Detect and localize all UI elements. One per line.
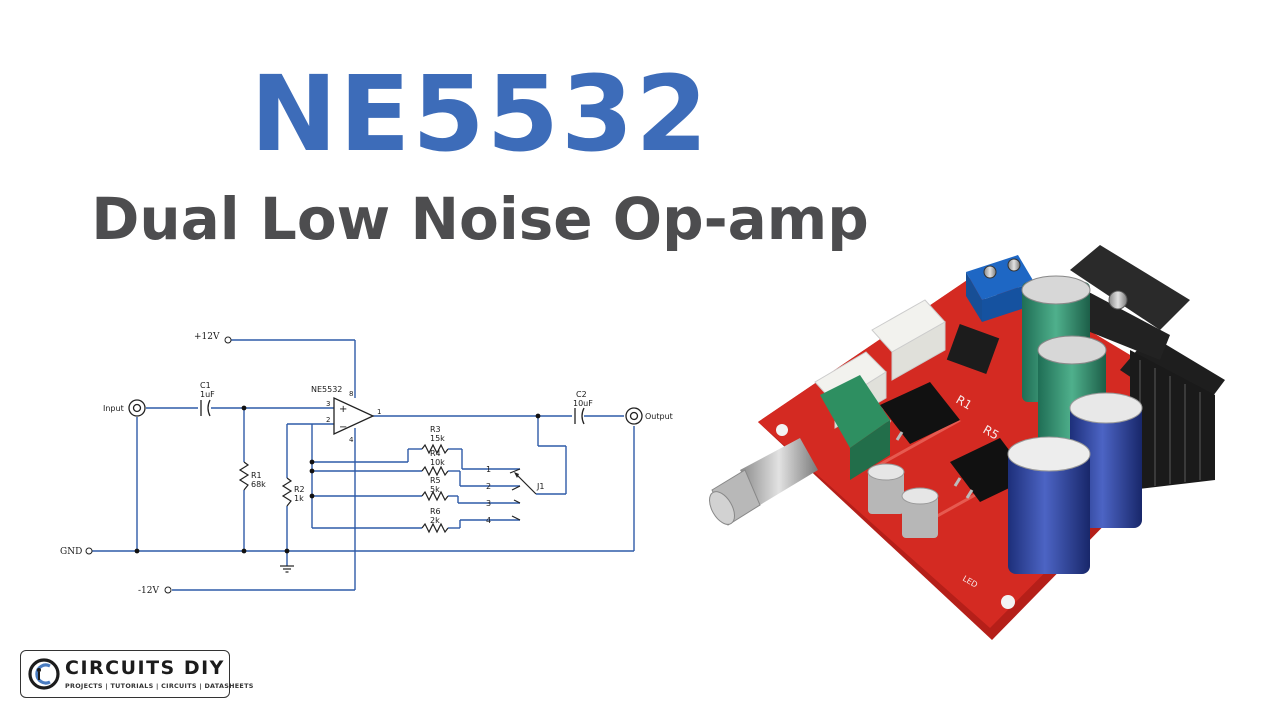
silk-r1: R1 [954,392,975,412]
ic-pin-8: 8 [349,390,353,398]
potentiometer-icon [709,375,890,526]
ic-pin-4: 4 [349,436,354,444]
amplifier-schematic: +12V -12V GND Input Output C1 1uF C2 10u… [60,332,673,596]
input-label: Input [103,404,124,413]
c1-ref: C1 [200,381,211,390]
pos-rail-label: +12V [194,332,220,342]
ic-pin-1: 1 [377,408,381,416]
r1-ref: R1 [251,471,262,480]
c2-value: 10uF [573,399,593,408]
capacitor-c1-icon [200,399,211,417]
bridge-rectifier-icon [946,323,1000,375]
r3-value: 15k [430,434,445,443]
r3-ref: R3 [430,425,441,434]
switch-pos-3: 3 [486,499,491,508]
resistor-r1-icon [238,461,250,491]
r4-value: 10k [430,458,445,467]
logo-tagline: PROJECTS | TUTORIALS | CIRCUITS | DATASH… [65,682,254,690]
r6-value: 2k [430,516,440,525]
neg-rail-terminal [164,586,172,594]
r2-ref: R2 [294,485,305,494]
gnd-terminal [85,547,93,555]
page-title: NE5532 [250,53,710,175]
circuits-diy-logo[interactable]: CIRCUITS DIY PROJECTS | TUTORIALS | CIRC… [20,650,253,698]
resistor-r4-icon [421,465,449,477]
r6-ref: R6 [430,507,441,516]
resistor-r3-icon [421,443,449,455]
ground-icon [280,565,294,573]
logo-name: CIRCUITS DIY [65,657,225,679]
terminal-block-icon [966,255,1034,322]
resistor-r5-icon [421,490,449,502]
ic-pin-3: 3 [326,400,330,408]
r5-value: 5k [430,485,440,494]
ic-pin-2: 2 [326,416,330,424]
r4-ref: R4 [430,449,441,458]
r5-ref: R5 [430,476,441,485]
silk-r5: R5 [981,422,1002,442]
r2-value: 1k [294,494,304,503]
schematic-components [85,336,643,594]
blue-capacitor-icon [1007,392,1143,574]
small-capacitor-icon [867,463,939,538]
page-subtitle: Dual Low Noise Op-amp [91,185,869,253]
amplifier-board-image: R1 R5 LED [709,245,1225,640]
switch-ref: J1 [536,482,544,491]
resistor-r2-icon [281,477,293,507]
gnd-label: GND [60,547,82,557]
pos-rail-terminal [224,336,232,344]
schematic-labels: +12V -12V GND Input Output C1 1uF C2 10u… [60,332,673,596]
capacitor-c2-icon [574,407,585,425]
c1-value: 1uF [200,390,215,399]
ic-minus: − [339,422,347,433]
opamp-triangle-icon [333,396,375,436]
c2-ref: C2 [576,390,587,399]
resistor-r6-icon [421,522,449,534]
schematic-wires [92,339,635,591]
neg-rail-label: -12V [138,586,159,596]
output-label: Output [645,412,673,421]
heatsink-icon [1070,245,1225,490]
switch-pos-1: 1 [486,465,491,474]
ic-plus: + [339,404,347,415]
switch-pos-2: 2 [486,482,491,491]
junction-dots [134,405,541,554]
r1-value: 68k [251,480,266,489]
switch-pos-4: 4 [486,516,491,525]
ic-name: NE5532 [311,385,342,394]
selector-switch-icon [509,468,537,521]
logo-cd-icon [28,658,60,690]
